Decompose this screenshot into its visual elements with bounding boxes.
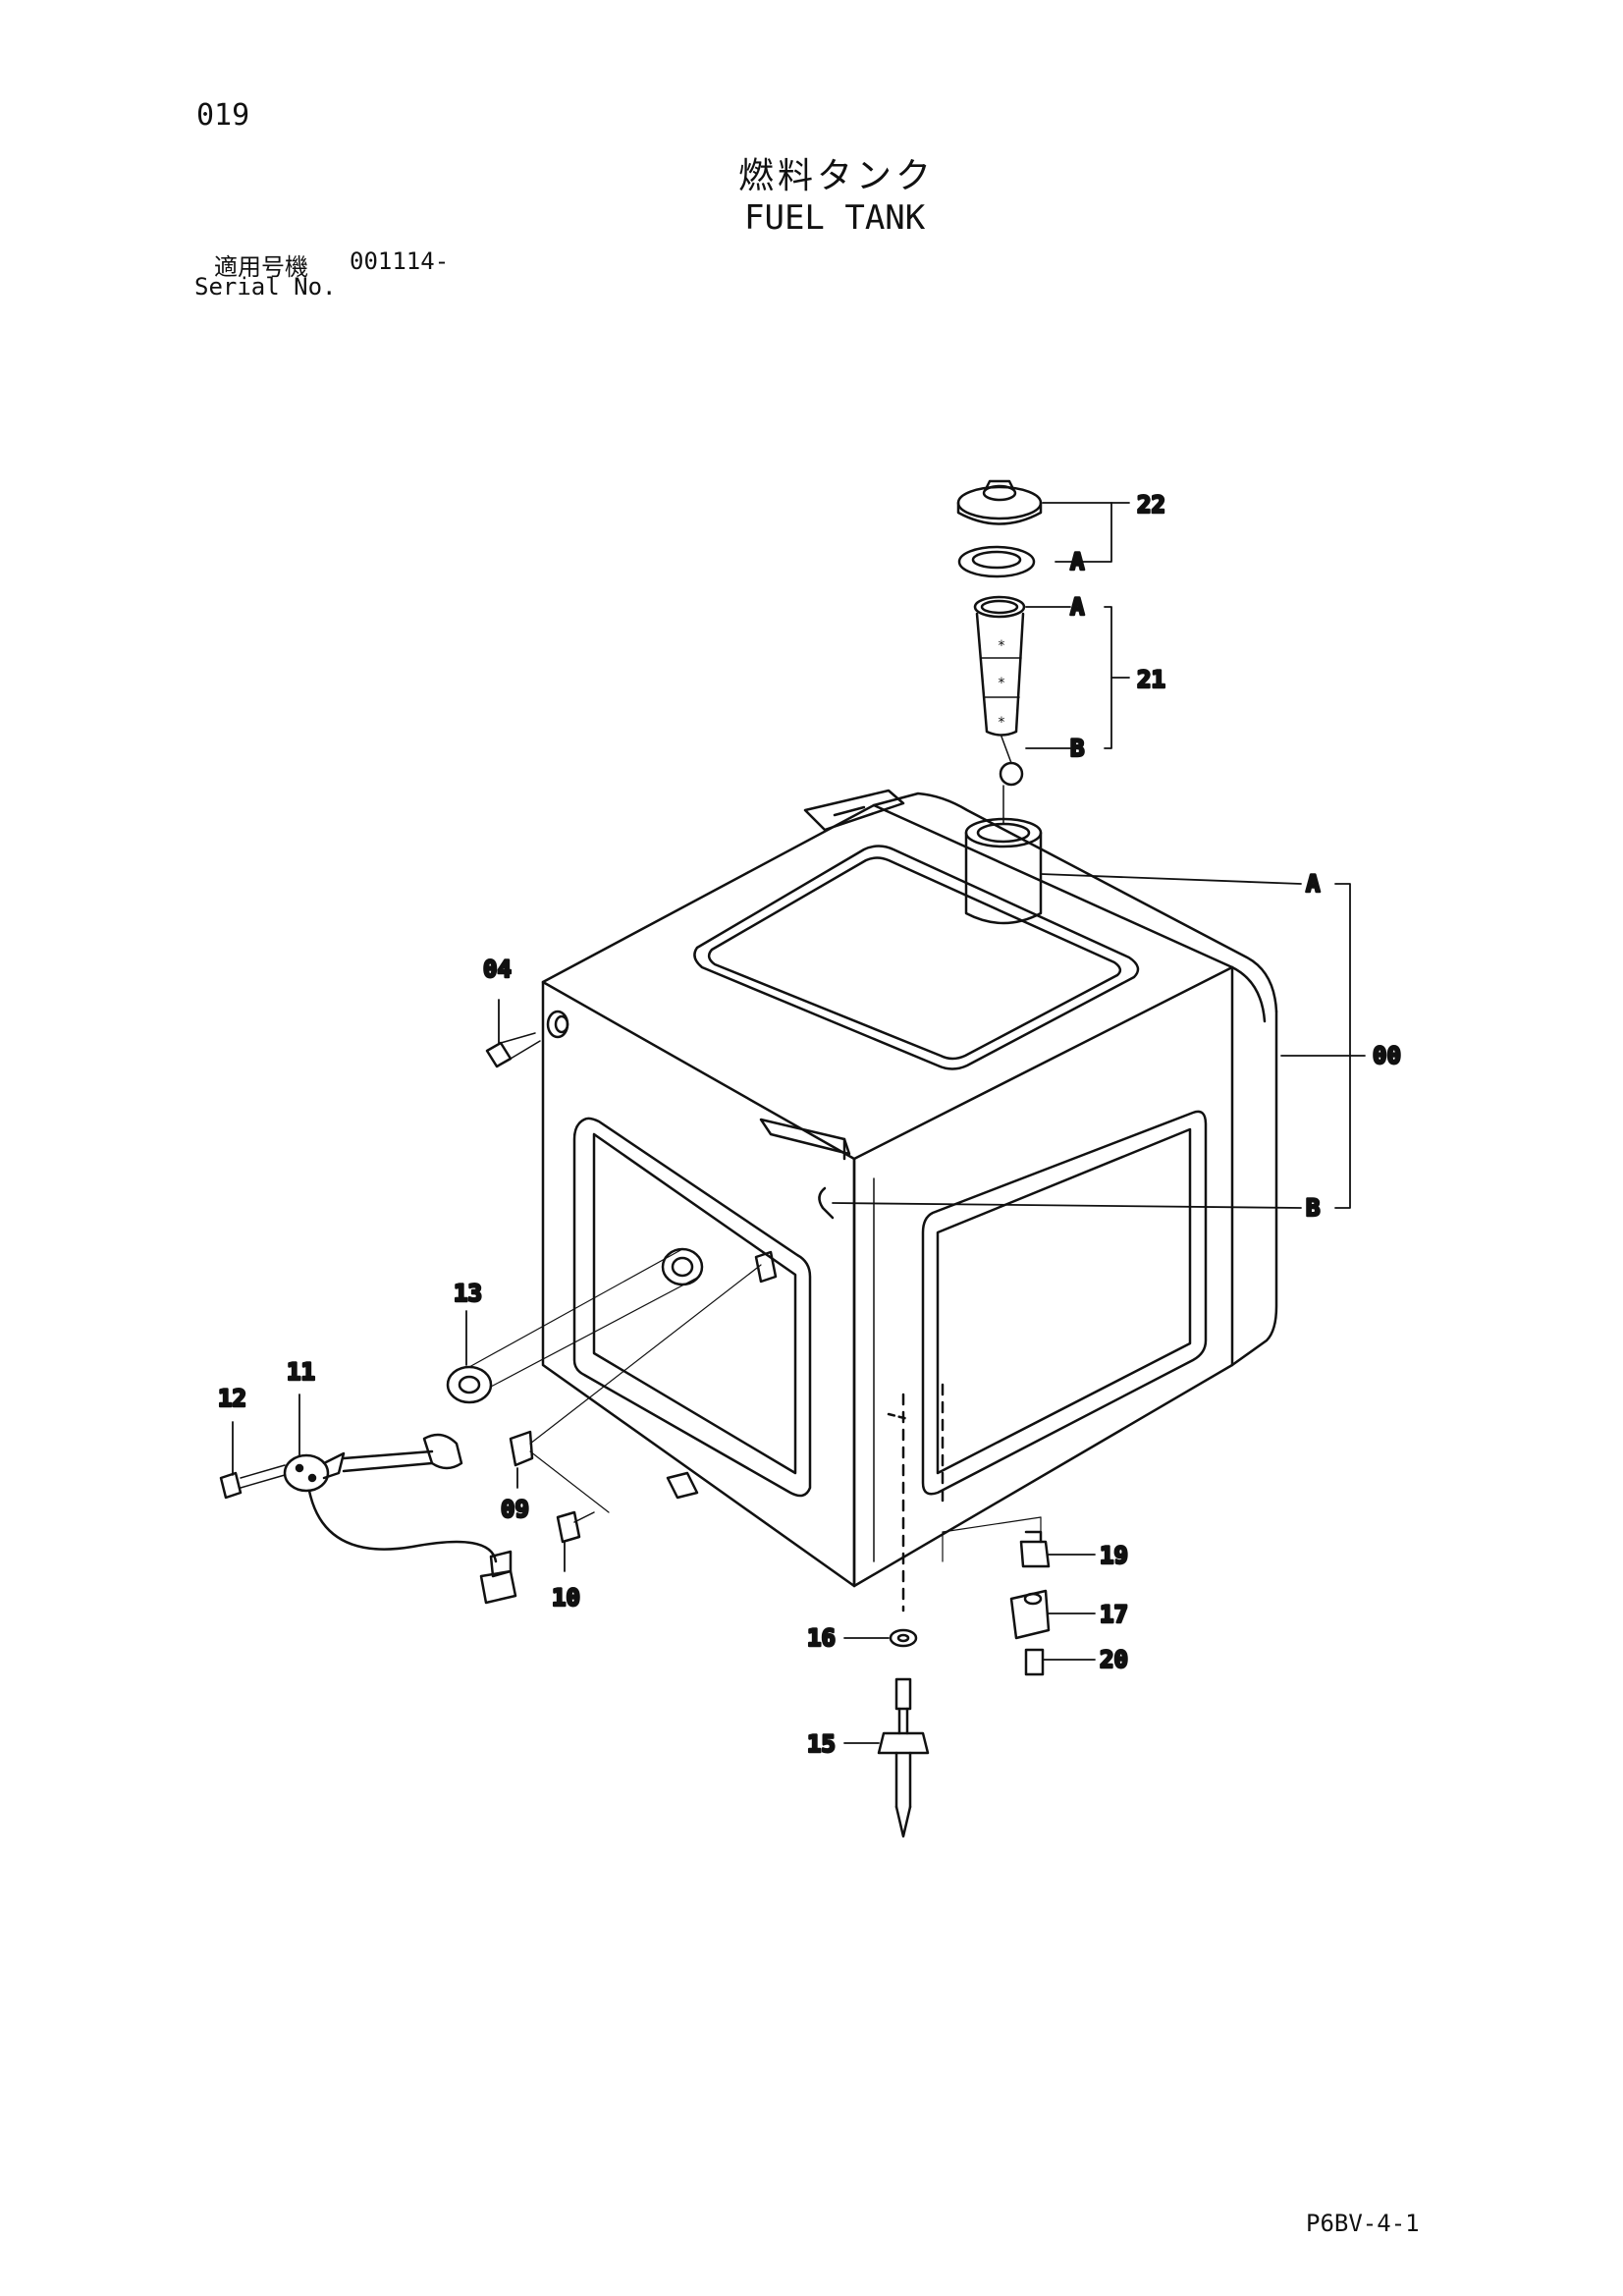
washer-16-part	[889, 1628, 918, 1648]
plug-20-part	[1024, 1648, 1045, 1676]
filler-neck	[964, 785, 1043, 925]
callout-b-strainer: B	[1070, 735, 1084, 762]
page-number: 019	[196, 98, 250, 133]
callout-00: 00	[1373, 1042, 1401, 1069]
callout-21: 21	[1137, 666, 1165, 693]
strainer-part: * * *	[973, 595, 1026, 787]
svg-text:*: *	[998, 715, 1005, 731]
fuel-tank-body	[541, 789, 1278, 1613]
plug-04-part	[485, 1032, 541, 1068]
callout-16: 16	[807, 1624, 836, 1652]
callout-10: 10	[552, 1584, 580, 1612]
callout-a-strainer: A	[1070, 593, 1085, 621]
fuel-cap-part	[956, 479, 1043, 525]
callout-09: 09	[501, 1496, 529, 1523]
callout-13: 13	[454, 1280, 482, 1307]
callout-04: 04	[483, 956, 512, 983]
fuel-sender-11-part	[283, 1433, 517, 1605]
gasket-13-part	[446, 1248, 700, 1404]
svg-text:*: *	[998, 676, 1005, 691]
callout-17: 17	[1100, 1601, 1128, 1628]
fitting-19-part	[942, 1516, 1051, 1568]
footer-page-code: P6BV-4-1	[1306, 2210, 1420, 2237]
clamp-09-part	[509, 1264, 762, 1513]
callout-a-seal: A	[1070, 548, 1085, 575]
callout-a-tank: A	[1306, 870, 1321, 898]
callout-20: 20	[1100, 1646, 1128, 1673]
drain-valve-15-part	[877, 1677, 930, 1838]
callout-19: 19	[1100, 1542, 1128, 1569]
bolt-12-part	[219, 1464, 286, 1500]
svg-text:*: *	[998, 638, 1005, 654]
callout-11: 11	[287, 1358, 315, 1386]
page-title-jp: 燃料タンク	[738, 156, 936, 196]
callout-labels: 22 A A 21 B A 00 B 04 13 11 12 09 10 19 …	[217, 490, 1402, 1760]
leader-lines	[232, 502, 1366, 1744]
callout-15: 15	[807, 1730, 836, 1758]
fitting-17-part	[1009, 1589, 1051, 1640]
bolt-10-part	[556, 1510, 595, 1544]
serial-value: 001114-	[350, 247, 450, 275]
callout-12: 12	[218, 1385, 246, 1412]
serial-label-en: Serial No.	[194, 273, 337, 301]
serial-label-jp: 適用号機	[214, 253, 308, 281]
page-title-en: FUEL TANK	[744, 198, 926, 238]
callout-22: 22	[1137, 491, 1165, 519]
seal-ring-part	[957, 545, 1036, 578]
callout-b-tank: B	[1306, 1194, 1320, 1222]
